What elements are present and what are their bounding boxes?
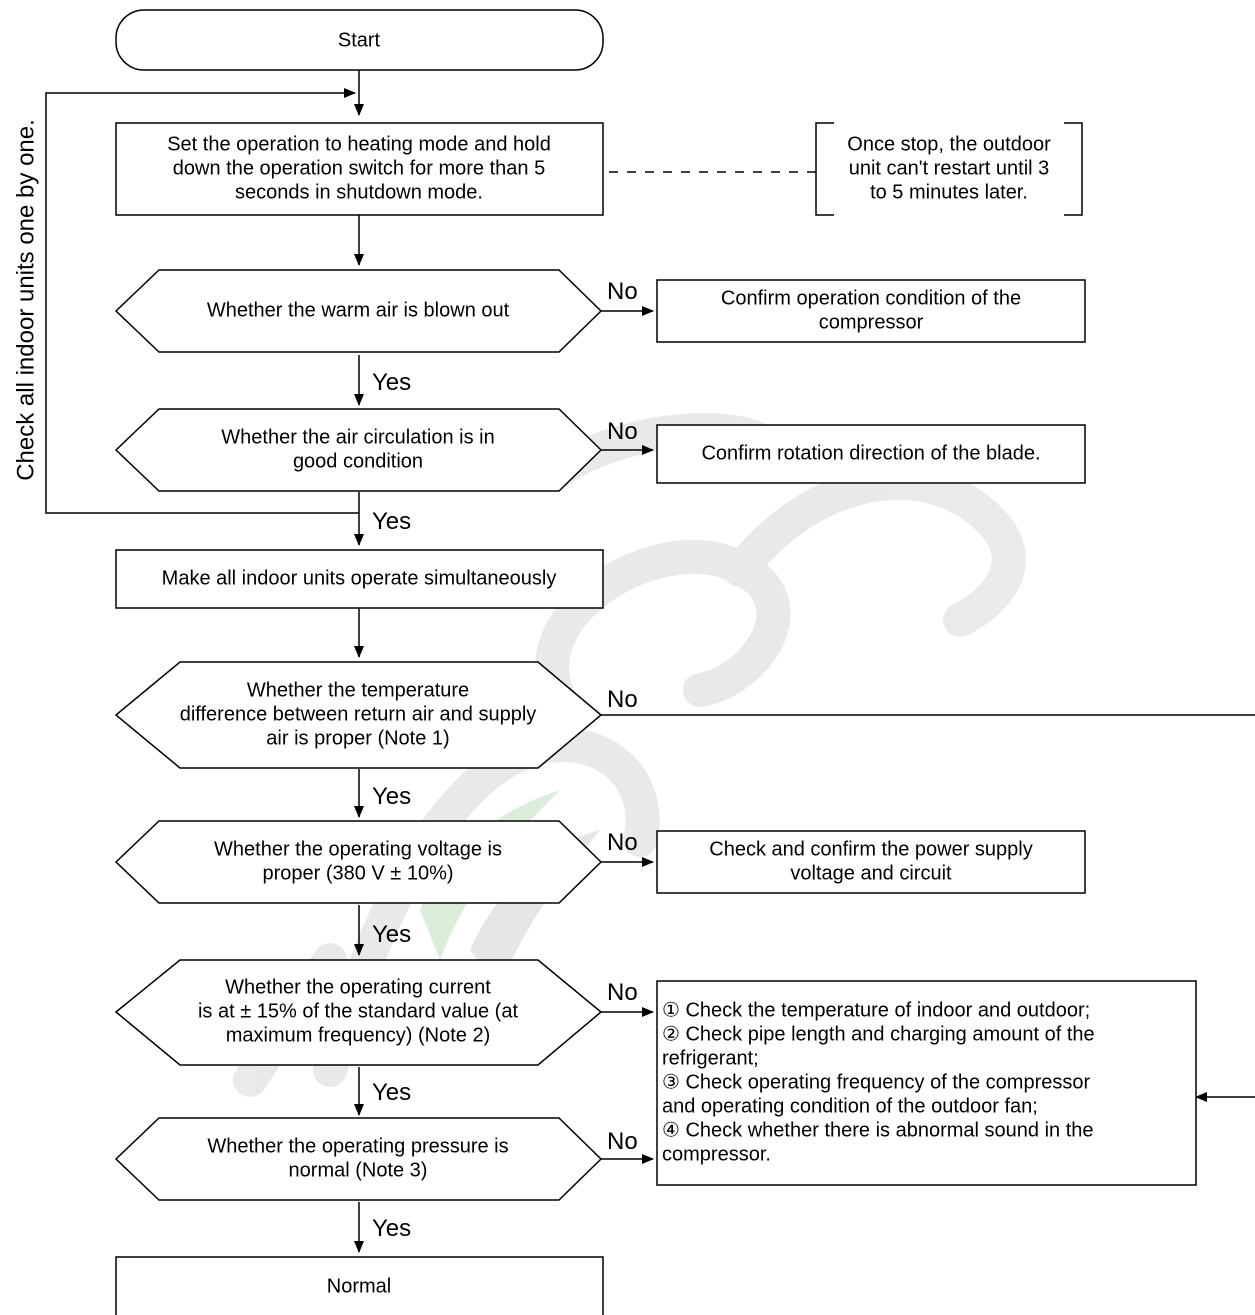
node-text-line: Confirm operation condition of the <box>721 287 1021 309</box>
no-label: No <box>607 1128 638 1155</box>
all-units-operate-step: Make all indoor units operate simultaneo… <box>115 549 604 609</box>
node-text-line: compressor. <box>662 1143 771 1165</box>
svg-text:Confirm rotation direction of: Confirm rotation direction of the blade. <box>701 442 1040 464</box>
svg-text:Start: Start <box>338 29 381 51</box>
node-text-line: Whether the air circulation is in <box>221 426 494 448</box>
svg-text:Make all indoor units operate: Make all indoor units operate simultaneo… <box>162 567 557 589</box>
node-text-line: Start <box>338 29 381 51</box>
node-text-line: Whether the temperature <box>247 679 469 701</box>
no-label: No <box>607 829 638 856</box>
yes-label: Yes <box>372 1079 411 1106</box>
node-text-line: normal (Note 3) <box>289 1159 428 1181</box>
node-text-line: down the operation switch for more than … <box>173 157 545 179</box>
side-loop-label: Check all indoor units one by one. <box>12 119 39 481</box>
start-terminal: Start <box>115 9 604 71</box>
node-text-line: ② Check pipe length and charging amount … <box>662 1023 1095 1045</box>
yes-label: Yes <box>372 1215 411 1242</box>
svg-text:① Check the temperature of ind: ① Check the temperature of indoor and ou… <box>662 999 1095 1165</box>
no-label: No <box>607 278 638 305</box>
yes-label: Yes <box>372 783 411 810</box>
yes-label: Yes <box>372 921 411 948</box>
node-text-line: unit can't restart until 3 <box>849 157 1050 179</box>
node-text-line: Whether the warm air is blown out <box>207 299 510 321</box>
node-text-line: refrigerant; <box>662 1047 759 1069</box>
no-label: No <box>607 979 638 1006</box>
node-text-line: air is proper (Note 1) <box>266 727 449 749</box>
node-text-line: maximum frequency) (Note 2) <box>226 1024 491 1046</box>
node-text-line: is at ± 15% of the standard value (at <box>198 1000 518 1022</box>
svg-text:Whether the operating pressure: Whether the operating pressure isnormal … <box>207 1135 508 1181</box>
yes-label: Yes <box>372 369 411 396</box>
node-text-line: ③ Check operating frequency of the compr… <box>662 1071 1090 1093</box>
node-text-line: good condition <box>293 450 423 472</box>
no-label: No <box>607 418 638 445</box>
node-text-line: Whether the operating pressure is <box>207 1135 508 1157</box>
svg-text:Whether the warm air is blown: Whether the warm air is blown out <box>207 299 510 321</box>
svg-text:Normal: Normal <box>327 1275 391 1297</box>
node-text-line: seconds in shutdown mode. <box>235 181 483 203</box>
svg-text:Confirm operation condition of: Confirm operation condition of thecompre… <box>721 287 1021 333</box>
set-heating-step: Set the operation to heating mode and ho… <box>115 122 604 216</box>
edge-labels: Yes Yes Yes Yes Yes Yes No No No No No N… <box>372 278 638 1242</box>
warm-air-decision: Whether the warm air is blown out <box>114 269 603 353</box>
node-text-line: Whether the operating current <box>225 976 491 998</box>
node-text-line: Whether the operating voltage is <box>214 838 502 860</box>
node-text-line: Confirm rotation direction of the blade. <box>701 442 1040 464</box>
connectors <box>45 70 1255 1253</box>
node-text-line: Check and confirm the power supply <box>709 838 1033 860</box>
normal-terminal: Normal <box>115 1256 604 1315</box>
node-text-line: voltage and circuit <box>790 862 952 884</box>
node-text-line: to 5 minutes later. <box>870 181 1028 203</box>
node-text-line: Normal <box>327 1275 391 1297</box>
node-text-line: compressor <box>819 311 924 333</box>
confirm-blade-step: Confirm rotation direction of the blade. <box>656 424 1086 484</box>
node-text-line: ① Check the temperature of indoor and ou… <box>662 999 1090 1021</box>
no-label: No <box>607 686 638 713</box>
node-text-line: Make all indoor units operate simultaneo… <box>162 567 557 589</box>
node-text-line: Set the operation to heating mode and ho… <box>167 133 551 155</box>
yes-label: Yes <box>372 508 411 535</box>
node-text-line: Once stop, the outdoor <box>847 133 1051 155</box>
check-list-box: ① Check the temperature of indoor and ou… <box>656 980 1197 1186</box>
node-text-line: and operating condition of the outdoor f… <box>662 1095 1038 1117</box>
node-text-line: ④ Check whether there is abnormal sound … <box>662 1119 1094 1141</box>
svg-text:Check and confirm the power su: Check and confirm the power supplyvoltag… <box>709 838 1033 884</box>
node-text-line: proper (380 V ± 10%) <box>262 862 453 884</box>
node-text-line: difference between return air and supply <box>180 703 537 725</box>
svg-text:Set the operation to heating m: Set the operation to heating mode and ho… <box>167 133 551 203</box>
